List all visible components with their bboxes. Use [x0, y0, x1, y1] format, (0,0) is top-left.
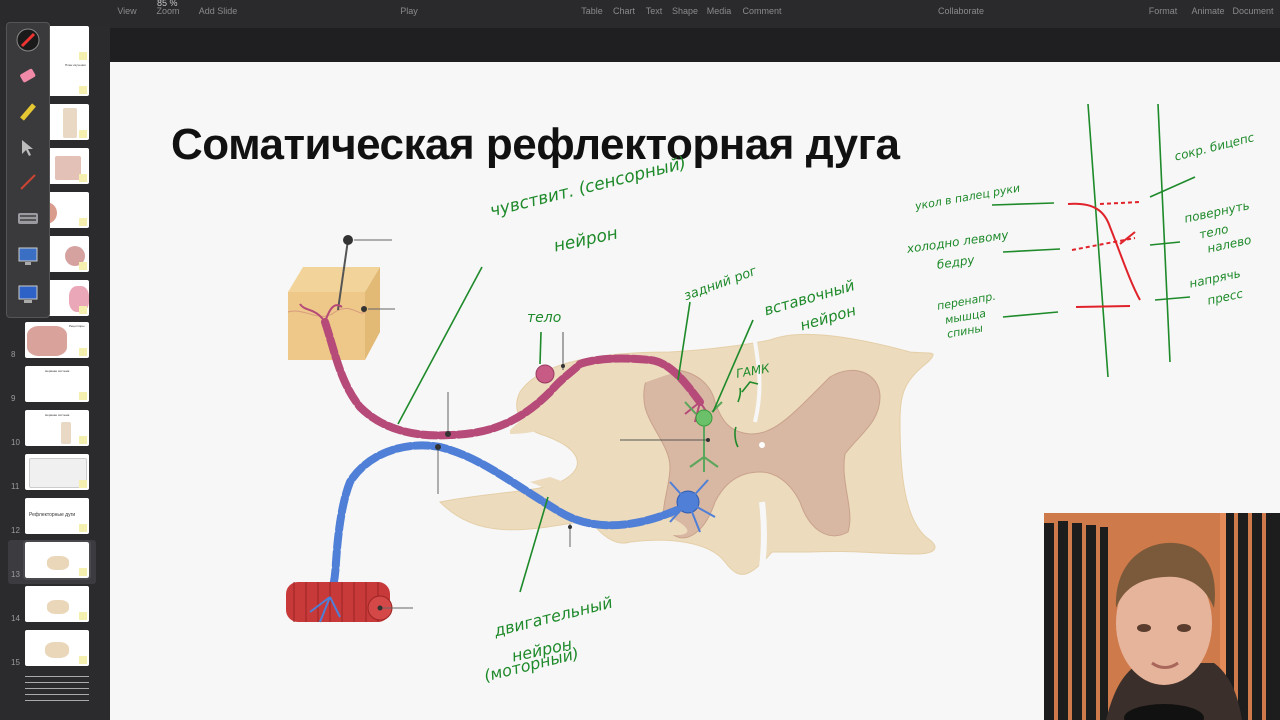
- central-canal: [759, 442, 765, 448]
- screen-icon[interactable]: [15, 243, 41, 269]
- toolbar-document-button[interactable]: Document: [1232, 0, 1274, 26]
- motor-neuron-axon: [326, 441, 681, 601]
- slide-number: 15: [11, 658, 20, 667]
- sensory-neuron-axon: [321, 318, 704, 440]
- slide-title: Соматическая рефлекторная дуга: [171, 120, 900, 169]
- pointer-icon[interactable]: [15, 135, 41, 161]
- toolbar-view-button[interactable]: View: [107, 0, 147, 26]
- eraser-icon[interactable]: [15, 63, 41, 89]
- toolbar-label: Zoom: [156, 6, 180, 16]
- slide-number: 9: [11, 394, 16, 403]
- brush-icon[interactable]: [15, 169, 41, 195]
- slide-number: 12: [11, 526, 20, 535]
- toolbar-label: Play: [400, 6, 418, 16]
- keyboard-icon[interactable]: [15, 205, 41, 231]
- toolbar-shadow-band: [0, 28, 1280, 62]
- slide-thumb-12[interactable]: Рефлекторные дуги: [25, 498, 89, 534]
- reflex-arc-diagram: [286, 103, 1196, 623]
- toolbar-label: Collaborate: [937, 6, 985, 16]
- webcam-overlay: [1044, 513, 1280, 720]
- toolbar-label: Document: [1232, 6, 1274, 16]
- toolbar-label: Shape: [671, 6, 699, 16]
- toolbar-label: Media: [706, 6, 732, 16]
- slide-thumb-11[interactable]: [25, 454, 89, 490]
- slide-thumb-13[interactable]: [23, 540, 91, 580]
- annotation-tool-palette[interactable]: [6, 22, 50, 318]
- toolbar-collaborate-button[interactable]: Collaborate: [937, 0, 985, 26]
- toolbar-label: Table: [581, 6, 603, 16]
- slide-thumb-8[interactable]: Рецепторы: [25, 322, 89, 358]
- app-toolbar: View Zoom Add Slide Play Table Chart Text Shape…: [0, 0, 1280, 63]
- slide-number: 8: [11, 350, 16, 359]
- toolbar-text-button[interactable]: Text: [634, 0, 674, 26]
- toolbar-label: View: [117, 6, 137, 16]
- highlighter-icon[interactable]: [15, 99, 41, 125]
- slide-navigator[interactable]: Тема План изучения Рецепторы Нервная сис…: [0, 26, 110, 720]
- pen-icon[interactable]: [15, 27, 41, 53]
- slide-number: 14: [11, 614, 20, 623]
- toolbar-media-button[interactable]: Media: [699, 0, 739, 26]
- toolbar-table-button[interactable]: Table: [572, 0, 612, 26]
- zoom-value[interactable]: 85 %: [157, 0, 178, 8]
- toolbar-label: Format: [1148, 6, 1178, 16]
- toolbar-label: Text: [645, 6, 663, 16]
- toolbar-animate-button[interactable]: Animate: [1188, 0, 1228, 26]
- toolbar-label: Comment: [742, 6, 782, 16]
- toolbar-format-button[interactable]: Format: [1143, 0, 1183, 26]
- toolbar-comment-button[interactable]: Comment: [742, 0, 782, 26]
- red-pen-strokes: [1067, 201, 1141, 308]
- slide-thumb-9[interactable]: Нервная система: [25, 366, 89, 402]
- toolbar-chart-button[interactable]: Chart: [604, 0, 644, 26]
- slide-thumb-15[interactable]: [25, 630, 89, 666]
- slide-thumb-10[interactable]: Нервная система: [25, 410, 89, 446]
- presenter-video: [1044, 513, 1280, 720]
- toolbar-zoom-button[interactable]: Zoom: [148, 0, 188, 26]
- interneuron-body: [695, 409, 713, 427]
- toolbar-add-slide-button[interactable]: Add Slide: [198, 0, 238, 26]
- toolbar-label: Animate: [1191, 6, 1225, 16]
- slide-number: 10: [11, 438, 20, 447]
- toolbar-label: Add Slide: [198, 6, 238, 16]
- toolbar-play-button[interactable]: Play: [389, 0, 429, 26]
- slide-thumb-14[interactable]: [25, 586, 89, 622]
- sensory-cell-body: [535, 364, 555, 384]
- slide-thumb-16[interactable]: [25, 674, 89, 704]
- monitor-icon[interactable]: [15, 281, 41, 307]
- toolbar-label: Chart: [612, 6, 635, 16]
- slide-number: 11: [11, 482, 20, 491]
- label-body: тело: [527, 310, 562, 326]
- muscle-bundle: [286, 582, 393, 623]
- toolbar-shape-button[interactable]: Shape: [665, 0, 705, 26]
- slide-number: 13: [11, 570, 20, 579]
